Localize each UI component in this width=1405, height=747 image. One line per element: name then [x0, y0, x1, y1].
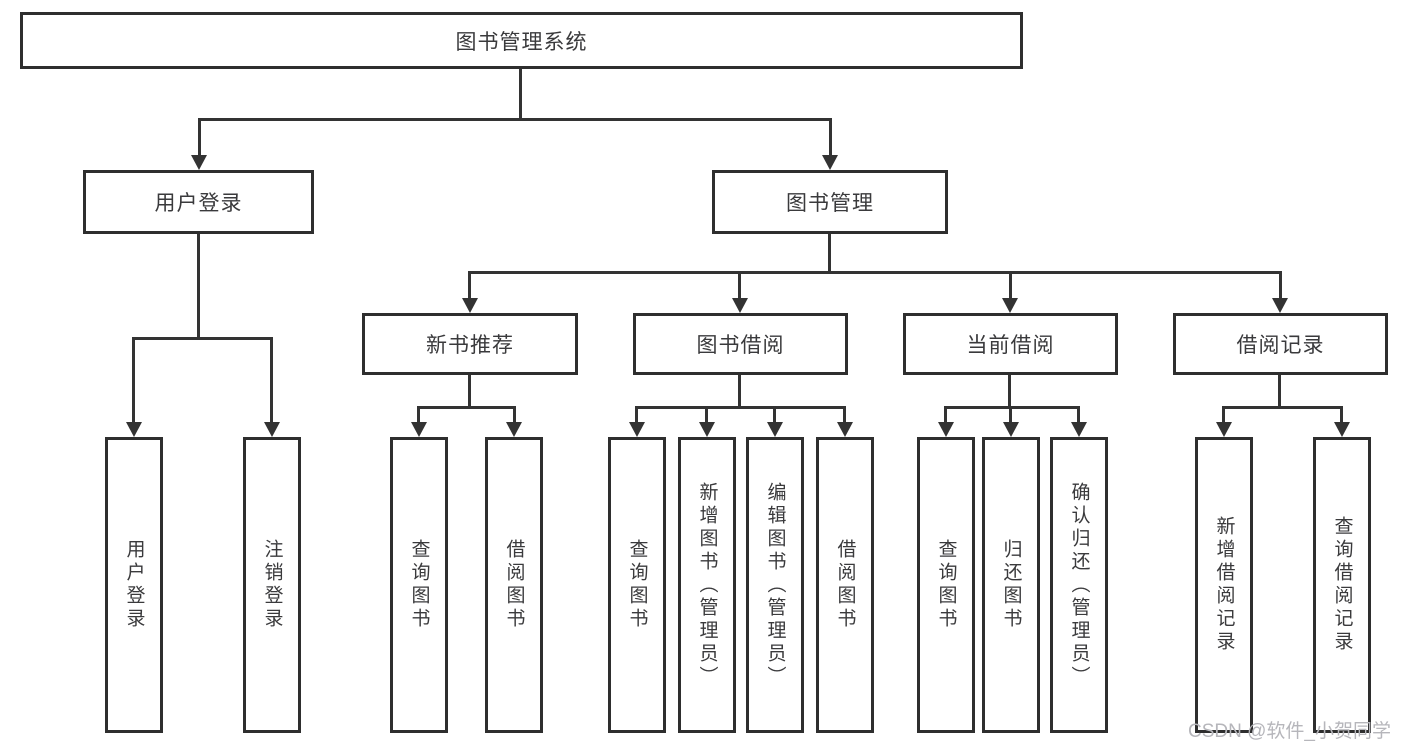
arrow-down-icon — [1071, 422, 1087, 437]
connector-records-stem — [1278, 375, 1281, 406]
arrow-down-icon — [767, 422, 783, 437]
arrow-down-icon — [411, 422, 427, 437]
node-book-management: 图书管理 — [712, 170, 948, 234]
arrow-down-icon — [1216, 422, 1232, 437]
node-label: 查询图书 — [935, 539, 957, 631]
connector-borrow-drop-2 — [705, 406, 708, 425]
node-label: 查询借阅记录 — [1331, 516, 1353, 654]
node-label: 注销登录 — [261, 539, 283, 631]
node-label: 新增图书（管理员） — [696, 481, 718, 689]
connector-root-drop-left — [198, 118, 201, 158]
connector-mgmt-drop-3 — [1009, 271, 1012, 301]
connector-root-drop-right — [829, 118, 832, 158]
connector-mgmt-drop-4 — [1279, 271, 1282, 301]
connector-records-bar — [1222, 406, 1343, 409]
node-label: 借阅记录 — [1236, 334, 1325, 357]
leaf-add-book-admin: 新增图书（管理员） — [678, 437, 736, 733]
node-label: 新书推荐 — [426, 334, 514, 357]
arrow-down-icon — [506, 422, 522, 437]
leaf-query-books-3: 查询图书 — [917, 437, 975, 733]
arrow-down-icon — [822, 155, 838, 170]
node-label: 用户登录 — [154, 192, 243, 215]
node-borrow-records: 借阅记录 — [1173, 313, 1388, 375]
connector-user-drop-2 — [270, 337, 273, 425]
node-user-login-module: 用户登录 — [83, 170, 314, 234]
connector-mgmt-bar — [468, 271, 1281, 274]
arrow-down-icon — [732, 298, 748, 313]
arrow-down-icon — [462, 298, 478, 313]
connector-borrow-stem — [738, 375, 741, 406]
connector-borrow-bar — [635, 406, 846, 409]
arrow-down-icon — [629, 422, 645, 437]
node-root-system: 图书管理系统 — [20, 12, 1023, 69]
connector-newbook-stem — [468, 375, 471, 406]
connector-newbook-drop-2 — [513, 406, 516, 425]
node-label: 借阅图书 — [503, 539, 525, 631]
connector-root-stem — [519, 69, 522, 118]
node-label: 图书管理 — [786, 192, 874, 215]
connector-records-drop-1 — [1222, 406, 1225, 425]
leaf-query-books-2: 查询图书 — [608, 437, 666, 733]
arrow-down-icon — [264, 422, 280, 437]
connector-borrow-drop-4 — [843, 406, 846, 425]
connector-current-drop-2 — [1009, 406, 1012, 425]
node-label: 归还图书 — [1000, 539, 1022, 631]
node-label: 图书管理系统 — [455, 30, 588, 54]
node-label: 图书借阅 — [696, 334, 785, 357]
connector-borrow-drop-1 — [635, 406, 638, 425]
connector-mgmt-drop-2 — [738, 271, 741, 301]
node-label: 新增借阅记录 — [1213, 516, 1235, 654]
connector-newbook-drop-1 — [417, 406, 420, 425]
node-book-borrow: 图书借阅 — [633, 313, 848, 375]
leaf-borrow-books-1: 借阅图书 — [485, 437, 543, 733]
connector-user-bar — [132, 337, 273, 340]
connector-root-bar — [198, 118, 832, 121]
connector-current-drop-3 — [1077, 406, 1080, 425]
arrow-down-icon — [191, 155, 207, 170]
connector-mgmt-drop-1 — [468, 271, 471, 301]
arrow-down-icon — [126, 422, 142, 437]
connector-user-drop-1 — [132, 337, 135, 425]
node-label: 确认归还（管理员） — [1068, 481, 1090, 689]
node-label: 当前借阅 — [966, 334, 1055, 357]
connector-user-stem — [197, 234, 200, 337]
arrow-down-icon — [1334, 422, 1350, 437]
node-label: 借阅图书 — [834, 539, 856, 631]
leaf-query-borrow-record: 查询借阅记录 — [1313, 437, 1371, 733]
leaf-add-borrow-record: 新增借阅记录 — [1195, 437, 1253, 733]
arrow-down-icon — [938, 422, 954, 437]
csdn-watermark: CSDN @软件_小贺同学 — [1188, 721, 1391, 742]
leaf-return-books: 归还图书 — [982, 437, 1040, 733]
connector-current-bar — [944, 406, 1080, 409]
node-label: 查询图书 — [408, 539, 430, 631]
connector-newbook-bar — [417, 406, 516, 409]
arrow-down-icon — [1272, 298, 1288, 313]
arrow-down-icon — [837, 422, 853, 437]
leaf-user-login: 用户登录 — [105, 437, 163, 733]
connector-borrow-drop-3 — [773, 406, 776, 425]
leaf-query-books-1: 查询图书 — [390, 437, 448, 733]
arrow-down-icon — [699, 422, 715, 437]
connector-mgmt-stem — [828, 234, 831, 271]
node-label: 编辑图书（管理员） — [764, 481, 786, 689]
arrow-down-icon — [1002, 298, 1018, 313]
arrow-down-icon — [1003, 422, 1019, 437]
node-current-borrow: 当前借阅 — [903, 313, 1118, 375]
node-label: 用户登录 — [123, 539, 145, 631]
connector-current-stem — [1008, 375, 1011, 406]
connector-records-drop-2 — [1340, 406, 1343, 425]
connector-current-drop-1 — [944, 406, 947, 425]
leaf-logout: 注销登录 — [243, 437, 301, 733]
leaf-confirm-return-admin: 确认归还（管理员） — [1050, 437, 1108, 733]
leaf-borrow-books-2: 借阅图书 — [816, 437, 874, 733]
node-new-book-recommend: 新书推荐 — [362, 313, 578, 375]
node-label: 查询图书 — [626, 539, 648, 631]
leaf-edit-book-admin: 编辑图书（管理员） — [746, 437, 804, 733]
